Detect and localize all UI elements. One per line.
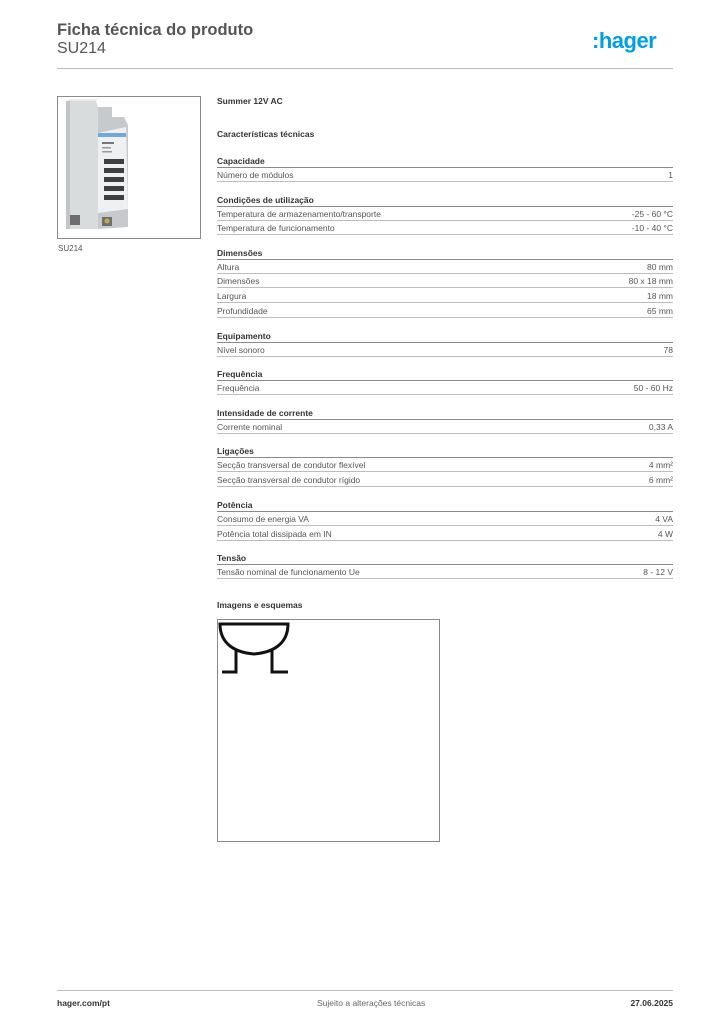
product-image: [57, 96, 201, 239]
footer-notice: Sujeito a alterações técnicas: [317, 998, 426, 1008]
footer-date: 27.06.2025: [630, 998, 673, 1008]
spec-label: Largura: [217, 291, 247, 301]
spec-row: Nível sonoro 78: [217, 343, 673, 357]
footer-divider: [57, 990, 673, 991]
spec-row: Corrente nominal 0,33 A: [217, 420, 673, 434]
spec-value: 78: [663, 345, 673, 355]
product-name: Summer 12V AC: [217, 96, 283, 106]
spec-row: Temperatura de funcionamento -10 - 40 °C: [217, 221, 673, 235]
spec-value: 1: [668, 170, 673, 180]
spec-group-title: Dimensões: [217, 246, 673, 260]
spec-value: 65 mm: [647, 306, 673, 316]
spec-group-title: Potência: [217, 498, 673, 512]
buzzer-symbol-icon: [218, 622, 290, 674]
footer-website: hager.com/pt: [57, 998, 110, 1008]
spec-row: Dimensões 80 x 18 mm: [217, 274, 673, 288]
wiring-schema-box: [217, 619, 440, 842]
spec-group-title: Intensidade de corrente: [217, 406, 673, 420]
spec-value: 6 mm²: [648, 475, 673, 485]
spec-group-title: Tensão: [217, 551, 673, 565]
spec-label: Altura: [217, 262, 240, 272]
hager-logo: :hager: [592, 28, 657, 53]
spec-value: -10 - 40 °C: [631, 223, 673, 233]
images-heading: Imagens e esquemas: [217, 600, 303, 610]
spec-label: Número de módulos: [217, 170, 294, 180]
spec-group-title: Ligações: [217, 444, 673, 458]
page-title: Ficha técnica do produto: [57, 21, 254, 39]
spec-group-title: Frequência: [217, 367, 673, 381]
spec-label: Secção transversal de condutor rígido: [217, 475, 361, 485]
spec-value: 18 mm: [647, 291, 673, 301]
spec-group-title: Equipamento: [217, 329, 673, 343]
spec-row: Número de módulos 1: [217, 168, 673, 182]
spec-value: 50 - 60 Hz: [633, 383, 673, 393]
tech-specs-heading: Características técnicas: [217, 129, 315, 139]
spec-value: 80 x 18 mm: [628, 276, 673, 286]
spec-label: Corrente nominal: [217, 422, 283, 432]
spec-label: Nível sonoro: [217, 345, 265, 355]
spec-row: Secção transversal de condutor flexível …: [217, 458, 673, 472]
spec-label: Consumo de energia VA: [217, 514, 309, 524]
header-divider: [57, 68, 673, 69]
spec-row: Frequência 50 - 60 Hz: [217, 381, 673, 395]
spec-value: 4 mm²: [648, 460, 673, 470]
spec-value: 80 mm: [647, 262, 673, 272]
spec-value: 8 - 12 V: [643, 567, 673, 577]
spec-value: 4 VA: [655, 514, 673, 524]
spec-row: Secção transversal de condutor rígido 6 …: [217, 473, 673, 487]
spec-label: Frequência: [217, 383, 260, 393]
spec-group-title: Capacidade: [217, 154, 673, 168]
din-rail-device-illustration: [58, 97, 200, 238]
spec-label: Temperatura de funcionamento: [217, 223, 335, 233]
spec-value: -25 - 60 °C: [631, 209, 673, 219]
spec-row: Consumo de energia VA 4 VA: [217, 512, 673, 526]
spec-group-title: Condições de utilização: [217, 193, 673, 207]
spec-label: Tensão nominal de funcionamento Ue: [217, 567, 360, 577]
spec-row: Altura 80 mm: [217, 260, 673, 274]
spec-label: Potência total dissipada em IN: [217, 529, 332, 539]
spec-label: Temperatura de armazenamento/transporte: [217, 209, 381, 219]
spec-row: Tensão nominal de funcionamento Ue 8 - 1…: [217, 565, 673, 579]
spec-label: Dimensões: [217, 276, 260, 286]
spec-row: Profundidade 65 mm: [217, 304, 673, 318]
spec-value: 4 W: [657, 529, 673, 539]
spec-row: Largura 18 mm: [217, 289, 673, 303]
product-code: SU214: [57, 40, 106, 57]
spec-label: Secção transversal de condutor flexível: [217, 460, 366, 470]
product-image-caption: SU214: [58, 244, 83, 253]
spec-row: Potência total dissipada em IN 4 W: [217, 527, 673, 541]
spec-label: Profundidade: [217, 306, 268, 316]
spec-row: Temperatura de armazenamento/transporte …: [217, 207, 673, 221]
spec-value: 0,33 A: [648, 422, 673, 432]
